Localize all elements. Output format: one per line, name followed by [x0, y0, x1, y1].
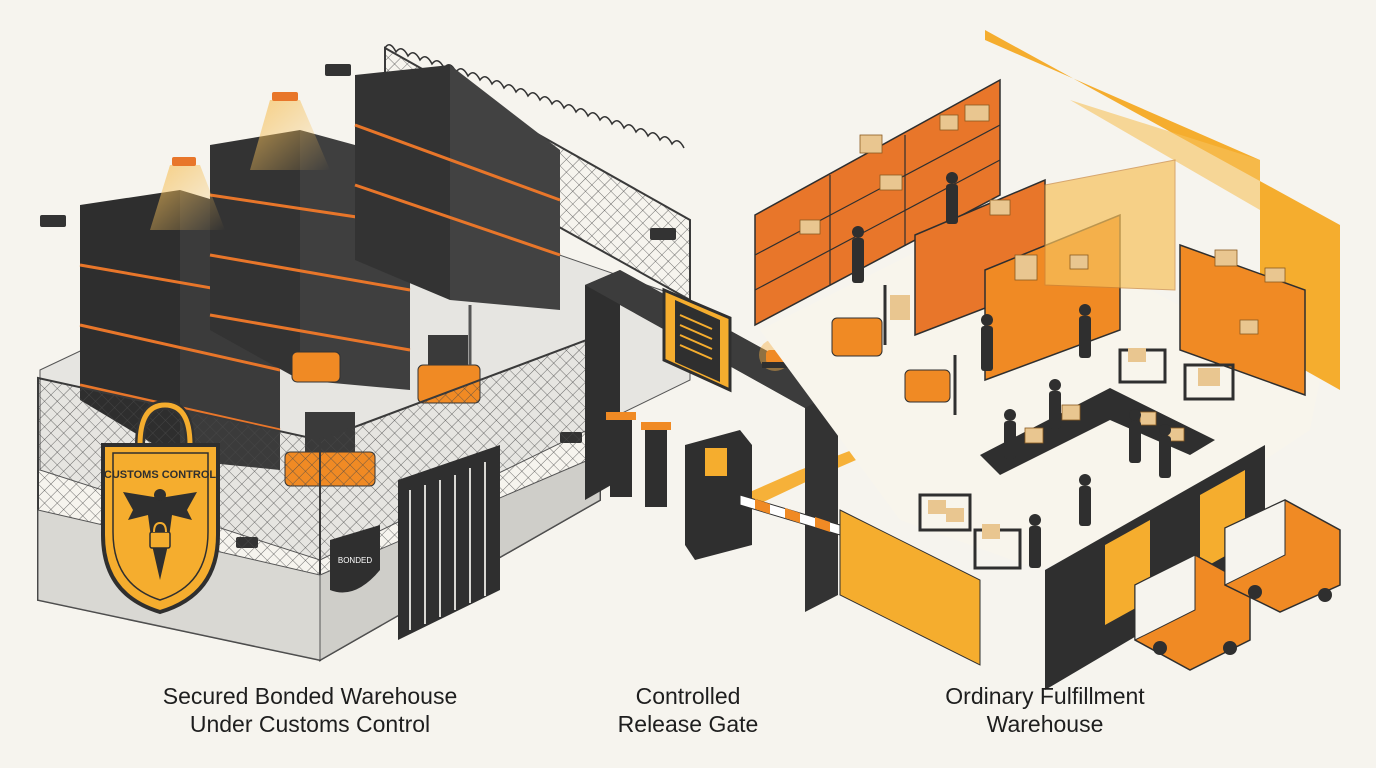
flow-arrow — [720, 395, 960, 520]
caption-fulfillment-warehouse: Ordinary Fulfillment Warehouse — [900, 682, 1190, 738]
caption-line: Controlled — [635, 683, 741, 709]
warehouse-gate — [398, 445, 500, 640]
worker-icon — [852, 172, 1171, 568]
release-gate — [585, 270, 981, 666]
caption-line: Warehouse — [986, 711, 1104, 737]
barrier-arm — [739, 494, 841, 536]
conveyor-belt — [980, 388, 1215, 475]
storage-racks — [79, 65, 561, 470]
shelving-units — [754, 78, 1306, 397]
hand-cart — [918, 348, 1235, 570]
bonded-warehouse: BONDED CUSTOMS CONTROL — [37, 44, 691, 662]
customs-shield-badge: CUSTOMS CONTROL — [101, 399, 220, 615]
document-icon — [662, 287, 732, 393]
padlock-icon — [149, 521, 171, 549]
bonded-sign: BONDED — [330, 525, 380, 593]
bonded-sign-text: BONDED — [338, 556, 372, 565]
ticket-kiosk — [685, 430, 752, 560]
ceiling-light-icon — [150, 92, 330, 230]
fulfillment-warehouse — [754, 30, 1341, 690]
razor-wire — [384, 44, 685, 149]
caption-line: Secured Bonded Warehouse — [162, 683, 458, 709]
caption-line: Ordinary Fulfillment — [945, 683, 1145, 709]
caption-line: Release Gate — [617, 711, 759, 737]
caption-release-gate: Controlled Release Gate — [578, 682, 798, 738]
forklift-icon — [831, 285, 957, 415]
caption-bonded-warehouse: Secured Bonded Warehouse Under Customs C… — [115, 682, 505, 738]
turnstile — [606, 412, 671, 507]
delivery-truck-icon — [1134, 499, 1341, 671]
shield-text: CUSTOMS CONTROL — [104, 469, 217, 481]
caption-line: Under Customs Control — [189, 711, 431, 737]
